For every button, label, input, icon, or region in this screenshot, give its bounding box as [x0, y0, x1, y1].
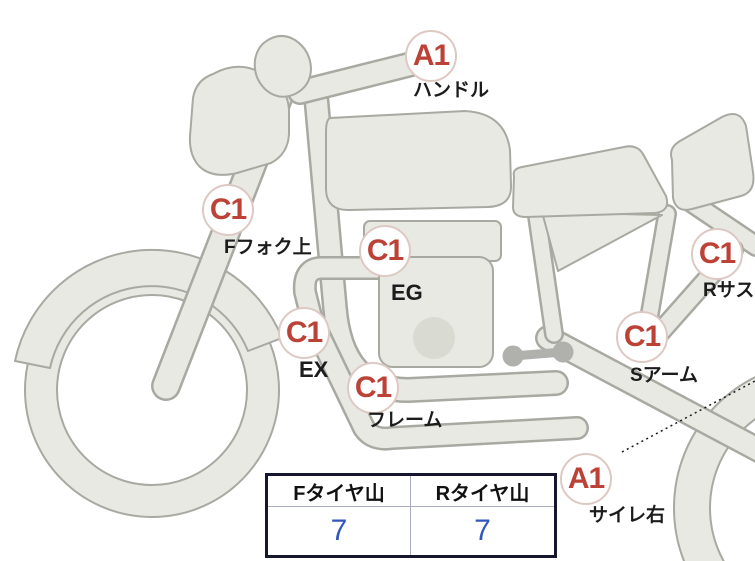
- tire-tread-table: Fタイヤ山 Rタイヤ山 7 7: [265, 473, 557, 558]
- label-front-fork-upper: Fフォク上: [224, 237, 312, 258]
- grade-text: C1: [285, 316, 323, 349]
- grade-text: C1: [623, 320, 661, 353]
- grade-text: C1: [354, 371, 392, 404]
- front-tire-value: 7: [268, 507, 411, 555]
- fuel-tank: [325, 110, 513, 212]
- grade-badge-handlebar: A1: [405, 30, 457, 82]
- grade-badge-rear-suspension: C1: [691, 228, 743, 280]
- label-exhaust: EX: [299, 357, 329, 382]
- grade-badge-exhaust: C1: [278, 307, 330, 359]
- front-tire-header: Fタイヤ山: [268, 476, 411, 507]
- grade-badge-frame: C1: [347, 362, 399, 414]
- grade-badge-swing-arm: C1: [616, 311, 668, 363]
- grade-text: A1: [412, 39, 450, 72]
- label-silencer-right: サイレ右: [589, 505, 666, 526]
- tail-cowl: [670, 113, 755, 211]
- grade-badge-engine: C1: [359, 225, 411, 277]
- label-frame: フレーム: [367, 410, 443, 431]
- grade-badge-front-fork-upper: C1: [202, 184, 254, 236]
- grade-text: A1: [567, 462, 605, 495]
- label-rear-suspension: Rサス: [703, 280, 755, 301]
- rear-tire-value: 7: [474, 514, 491, 547]
- foot-peg: [502, 341, 574, 367]
- grade-text: C1: [698, 237, 736, 270]
- label-handlebar: ハンドル: [413, 80, 490, 101]
- rear-wheel: [673, 376, 755, 561]
- grade-badge-silencer-right: A1: [560, 453, 612, 505]
- mirror: [253, 35, 312, 98]
- label-engine: EG: [391, 280, 423, 305]
- grade-text: C1: [209, 193, 247, 226]
- grade-text: C1: [366, 234, 404, 267]
- frame-gusset: [541, 211, 663, 272]
- seat: [512, 145, 669, 218]
- rear-tire-header: Rタイヤ山: [411, 476, 554, 507]
- label-swing-arm: Sアーム: [630, 365, 698, 386]
